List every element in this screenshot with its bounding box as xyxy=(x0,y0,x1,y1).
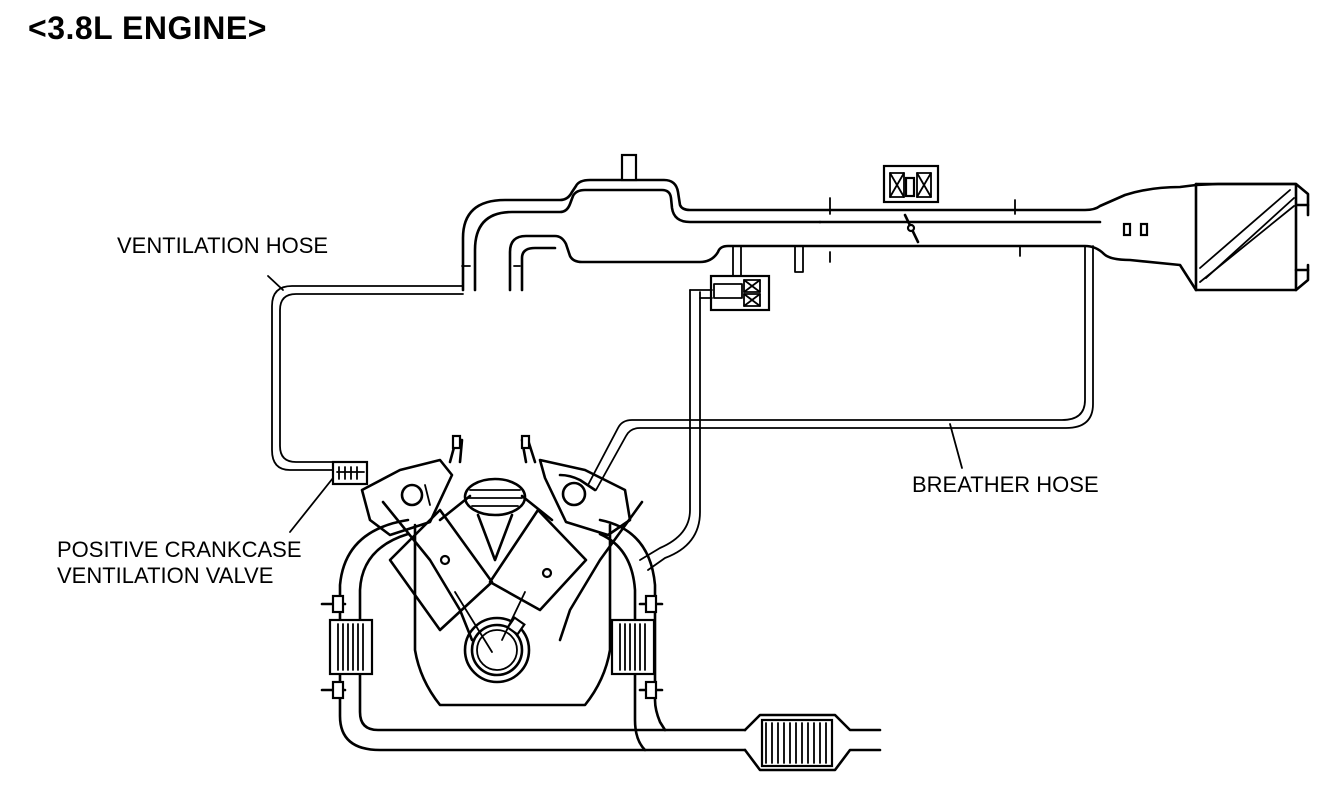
ventilation-hose-leader xyxy=(267,275,284,291)
control-valve-assembly xyxy=(639,245,771,571)
pcv-valve-label: POSITIVE CRANKCASE VENTILATION VALVE xyxy=(57,537,302,589)
air-intake-duct xyxy=(461,153,1310,292)
diagram-title: <3.8L ENGINE> xyxy=(28,10,267,46)
breather-hose-leader xyxy=(949,423,963,469)
exhaust-system xyxy=(320,518,882,772)
ventilation-hose-label: VENTILATION HOSE xyxy=(117,233,329,258)
ventilation-hose xyxy=(271,285,464,471)
breather-hose-label: BREATHER HOSE xyxy=(912,472,1099,497)
pcv-valve-leader xyxy=(289,477,334,533)
pcv-valve-body xyxy=(331,460,369,486)
pcv-valve-label-line1: POSITIVE CRANKCASE xyxy=(57,537,302,562)
pcv-valve-label-line2: VENTILATION VALVE xyxy=(57,563,274,588)
v-engine-block xyxy=(360,434,644,707)
breather-hose xyxy=(587,245,1094,491)
